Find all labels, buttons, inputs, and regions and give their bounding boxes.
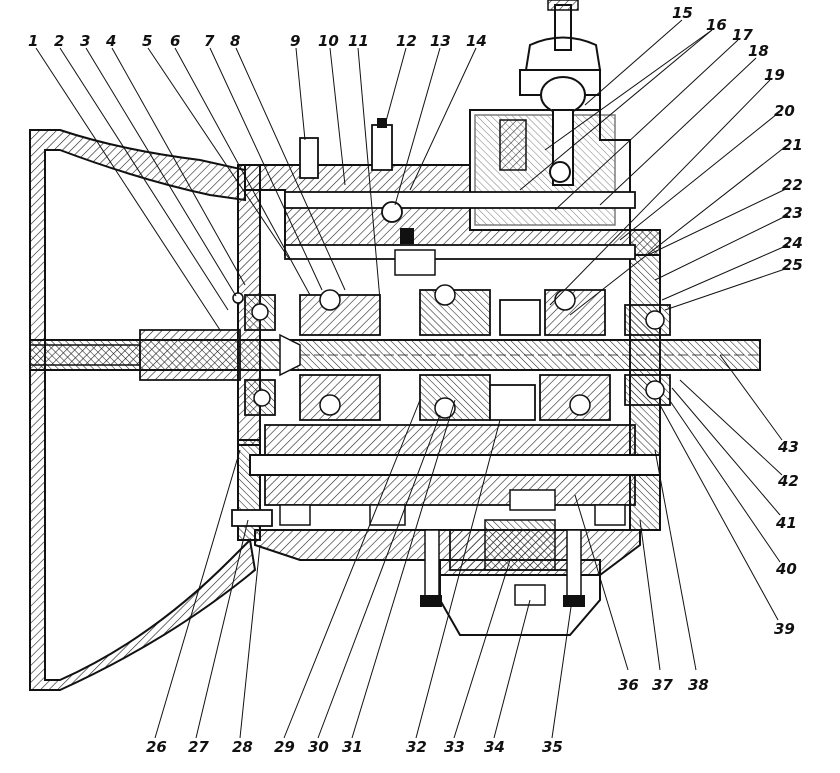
label-12: 12: [396, 32, 417, 50]
label-37: 37: [652, 676, 673, 694]
label-1: 1: [28, 32, 38, 50]
label-22: 22: [782, 176, 803, 194]
label-13: 13: [430, 32, 451, 50]
label-23: 23: [782, 204, 803, 222]
label-3: 3: [80, 32, 90, 50]
label-43: 43: [777, 438, 799, 456]
leader-lines: [35, 19, 789, 739]
label-15: 15: [672, 4, 693, 22]
label-6: 6: [170, 32, 180, 50]
label-7: 7: [204, 32, 215, 50]
label-41: 41: [775, 514, 797, 532]
label-28: 28: [232, 738, 253, 756]
label-40: 40: [775, 560, 797, 578]
label-25: 25: [782, 256, 803, 274]
synchronizers-and-gears-upper: [299, 284, 606, 336]
label-33: 33: [444, 738, 465, 756]
label-4: 4: [105, 32, 116, 50]
label-34: 34: [484, 738, 505, 756]
bell-housing: [29, 129, 257, 691]
shift-rods: [284, 118, 636, 276]
bottom-label-row: 26 27 28 29 30 31 32 33 34 35 36 37 38: [146, 676, 709, 756]
top-label-row: 1 2 3 4 5 6 7 8 9 10 11 12 13 14: [28, 32, 487, 50]
label-8: 8: [230, 32, 240, 50]
label-5: 5: [142, 32, 152, 50]
label-11: 11: [348, 32, 369, 50]
label-27: 27: [188, 738, 209, 756]
label-18: 18: [748, 42, 769, 60]
label-2: 2: [54, 32, 64, 50]
label-32: 32: [406, 738, 427, 756]
bearings: [232, 292, 671, 416]
synchronizers-and-gears-lower: [299, 374, 611, 421]
right-label-column: 43 42 41 40 39: [774, 438, 799, 638]
label-39: 39: [774, 620, 795, 638]
label-26: 26: [146, 738, 167, 756]
main-shaft: [29, 329, 761, 381]
countershaft: [231, 424, 661, 527]
top-right-label-column: 15 16 17 18 19 20 21 22 23 24 25: [672, 4, 803, 274]
label-16: 16: [706, 16, 727, 34]
label-21: 21: [782, 136, 803, 154]
label-17: 17: [732, 26, 753, 44]
label-20: 20: [774, 102, 795, 120]
reverse-idler: [420, 519, 601, 636]
label-24: 24: [782, 234, 803, 252]
label-31: 31: [342, 738, 363, 756]
label-9: 9: [290, 32, 300, 50]
label-35: 35: [542, 738, 563, 756]
label-14: 14: [466, 32, 487, 50]
label-19: 19: [764, 66, 785, 84]
label-10: 10: [318, 32, 339, 50]
label-29: 29: [274, 738, 295, 756]
label-36: 36: [618, 676, 639, 694]
label-30: 30: [308, 738, 329, 756]
label-42: 42: [777, 472, 799, 490]
shift-mechanism-housing: [469, 0, 631, 231]
label-38: 38: [688, 676, 709, 694]
